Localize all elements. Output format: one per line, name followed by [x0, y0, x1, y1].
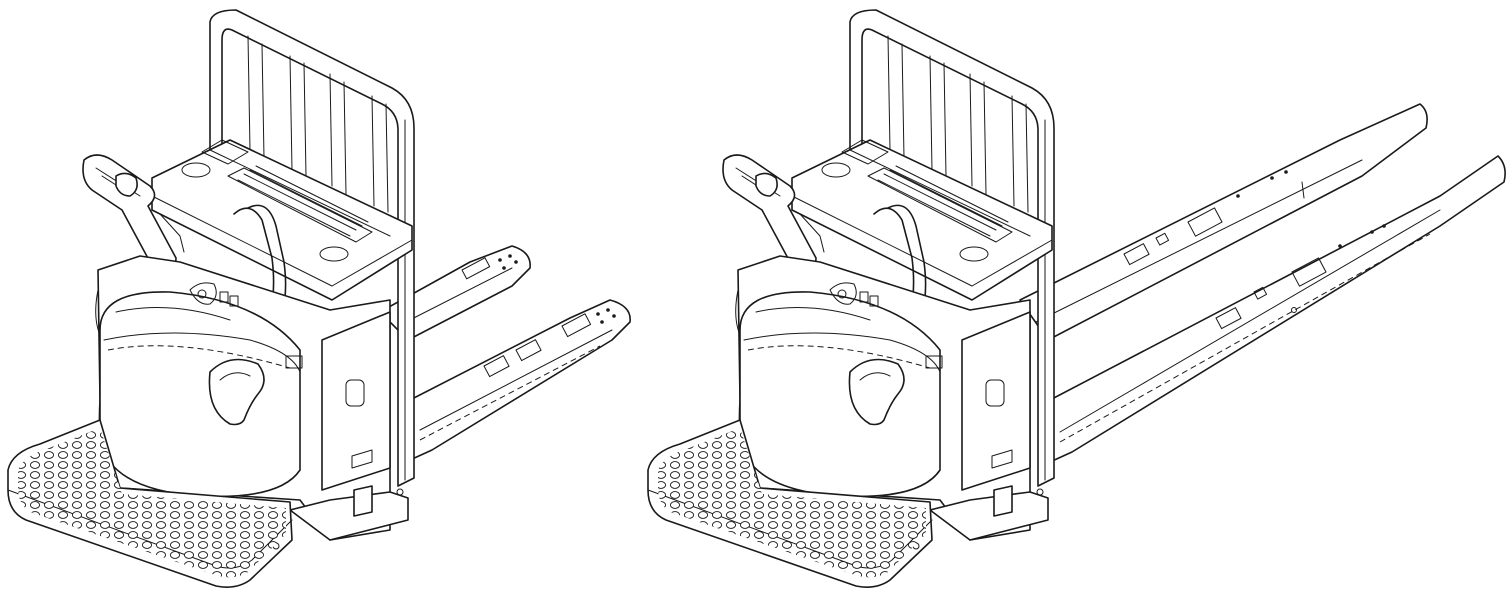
fork-rear-short — [379, 245, 531, 341]
platform-tread-left — [18, 428, 286, 578]
fork-rear-long — [1019, 103, 1428, 341]
pallet-truck-long-forks — [647, 9, 1506, 588]
pallet-truck-short-forks — [7, 9, 631, 588]
fork-front-long — [1049, 155, 1506, 463]
fork-front-short — [409, 299, 631, 461]
platform-tread-right — [658, 428, 926, 578]
